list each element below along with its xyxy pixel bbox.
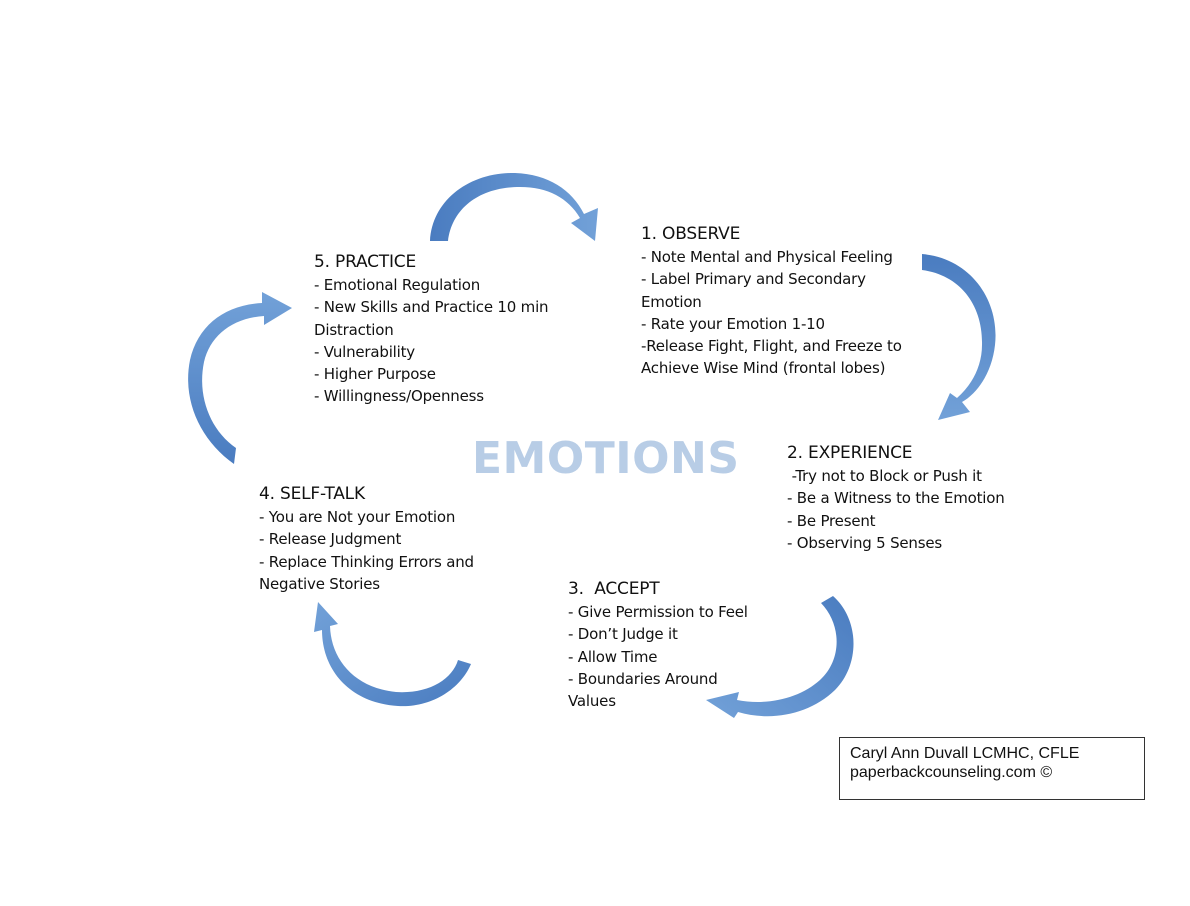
arrow-selftalk-to-practice — [188, 292, 292, 464]
step-experience: 2. EXPERIENCE -Try not to Block or Push … — [787, 441, 1005, 554]
center-label: EMOTIONS — [472, 433, 740, 484]
step-item: - Observing 5 Senses — [787, 533, 942, 552]
step-item: - Vulnerability — [314, 342, 415, 361]
arrow-practice-to-observe — [430, 172, 598, 241]
arrow-experience-to-accept — [706, 596, 854, 718]
step-item: Negative Stories — [259, 574, 380, 593]
step-item: - Don’t Judge it — [568, 625, 678, 644]
step-item: Distraction — [314, 320, 394, 339]
step-title: 4. SELF-TALK — [259, 484, 365, 504]
step-practice: 5. PRACTICE - Emotional Regulation - New… — [314, 250, 549, 408]
step-item: - Replace Thinking Errors and — [259, 552, 474, 571]
step-item: - Emotional Regulation — [314, 276, 481, 294]
step-item: Values — [568, 692, 616, 711]
step-item: Emotion — [641, 292, 702, 311]
arrow-observe-to-experience — [922, 254, 996, 420]
credit-author: Caryl Ann Duvall LCMHC, CFLE — [850, 745, 1080, 762]
step-item: Achieve Wise Mind (frontal lobes) — [641, 359, 886, 378]
step-observe: 1. OBSERVE - Note Mental and Physical Fe… — [641, 222, 902, 380]
step-item: - New Skills and Practice 10 min — [314, 298, 549, 317]
step-item: - Label Primary and Secondary — [641, 270, 866, 289]
credit-box: Caryl Ann Duvall LCMHC, CFLE paperbackco… — [839, 737, 1145, 800]
step-item: - Give Permission to Feel — [568, 603, 748, 621]
step-item: - Willingness/Openness — [314, 387, 484, 406]
step-self-talk: 4. SELF-TALK - You are Not your Emotion … — [259, 482, 474, 595]
step-accept: 3. ACCEPT - Give Permission to Feel - Do… — [568, 577, 748, 712]
step-item: - Be Present — [787, 511, 876, 530]
step-item: - Be a Witness to the Emotion — [787, 489, 1005, 508]
step-item: -Try not to Block or Push it — [787, 467, 982, 485]
step-item: -Release Fight, Flight, and Freeze to — [641, 337, 902, 356]
step-item: - You are Not your Emotion — [259, 508, 456, 526]
step-item: - Allow Time — [568, 647, 658, 666]
credit-website: paperbackcounseling.com © — [850, 764, 1053, 781]
arrow-accept-to-selftalk — [314, 602, 471, 707]
step-item: - Boundaries Around — [568, 669, 718, 688]
step-title: 5. PRACTICE — [314, 252, 417, 272]
step-item: - Release Judgment — [259, 530, 402, 549]
step-title: 2. EXPERIENCE — [787, 443, 913, 463]
step-item: - Note Mental and Physical Feeling — [641, 248, 893, 266]
step-item: - Rate your Emotion 1-10 — [641, 314, 825, 333]
step-title: 1. OBSERVE — [641, 224, 741, 244]
step-title: 3. ACCEPT — [568, 579, 660, 599]
step-item: - Higher Purpose — [314, 365, 436, 384]
